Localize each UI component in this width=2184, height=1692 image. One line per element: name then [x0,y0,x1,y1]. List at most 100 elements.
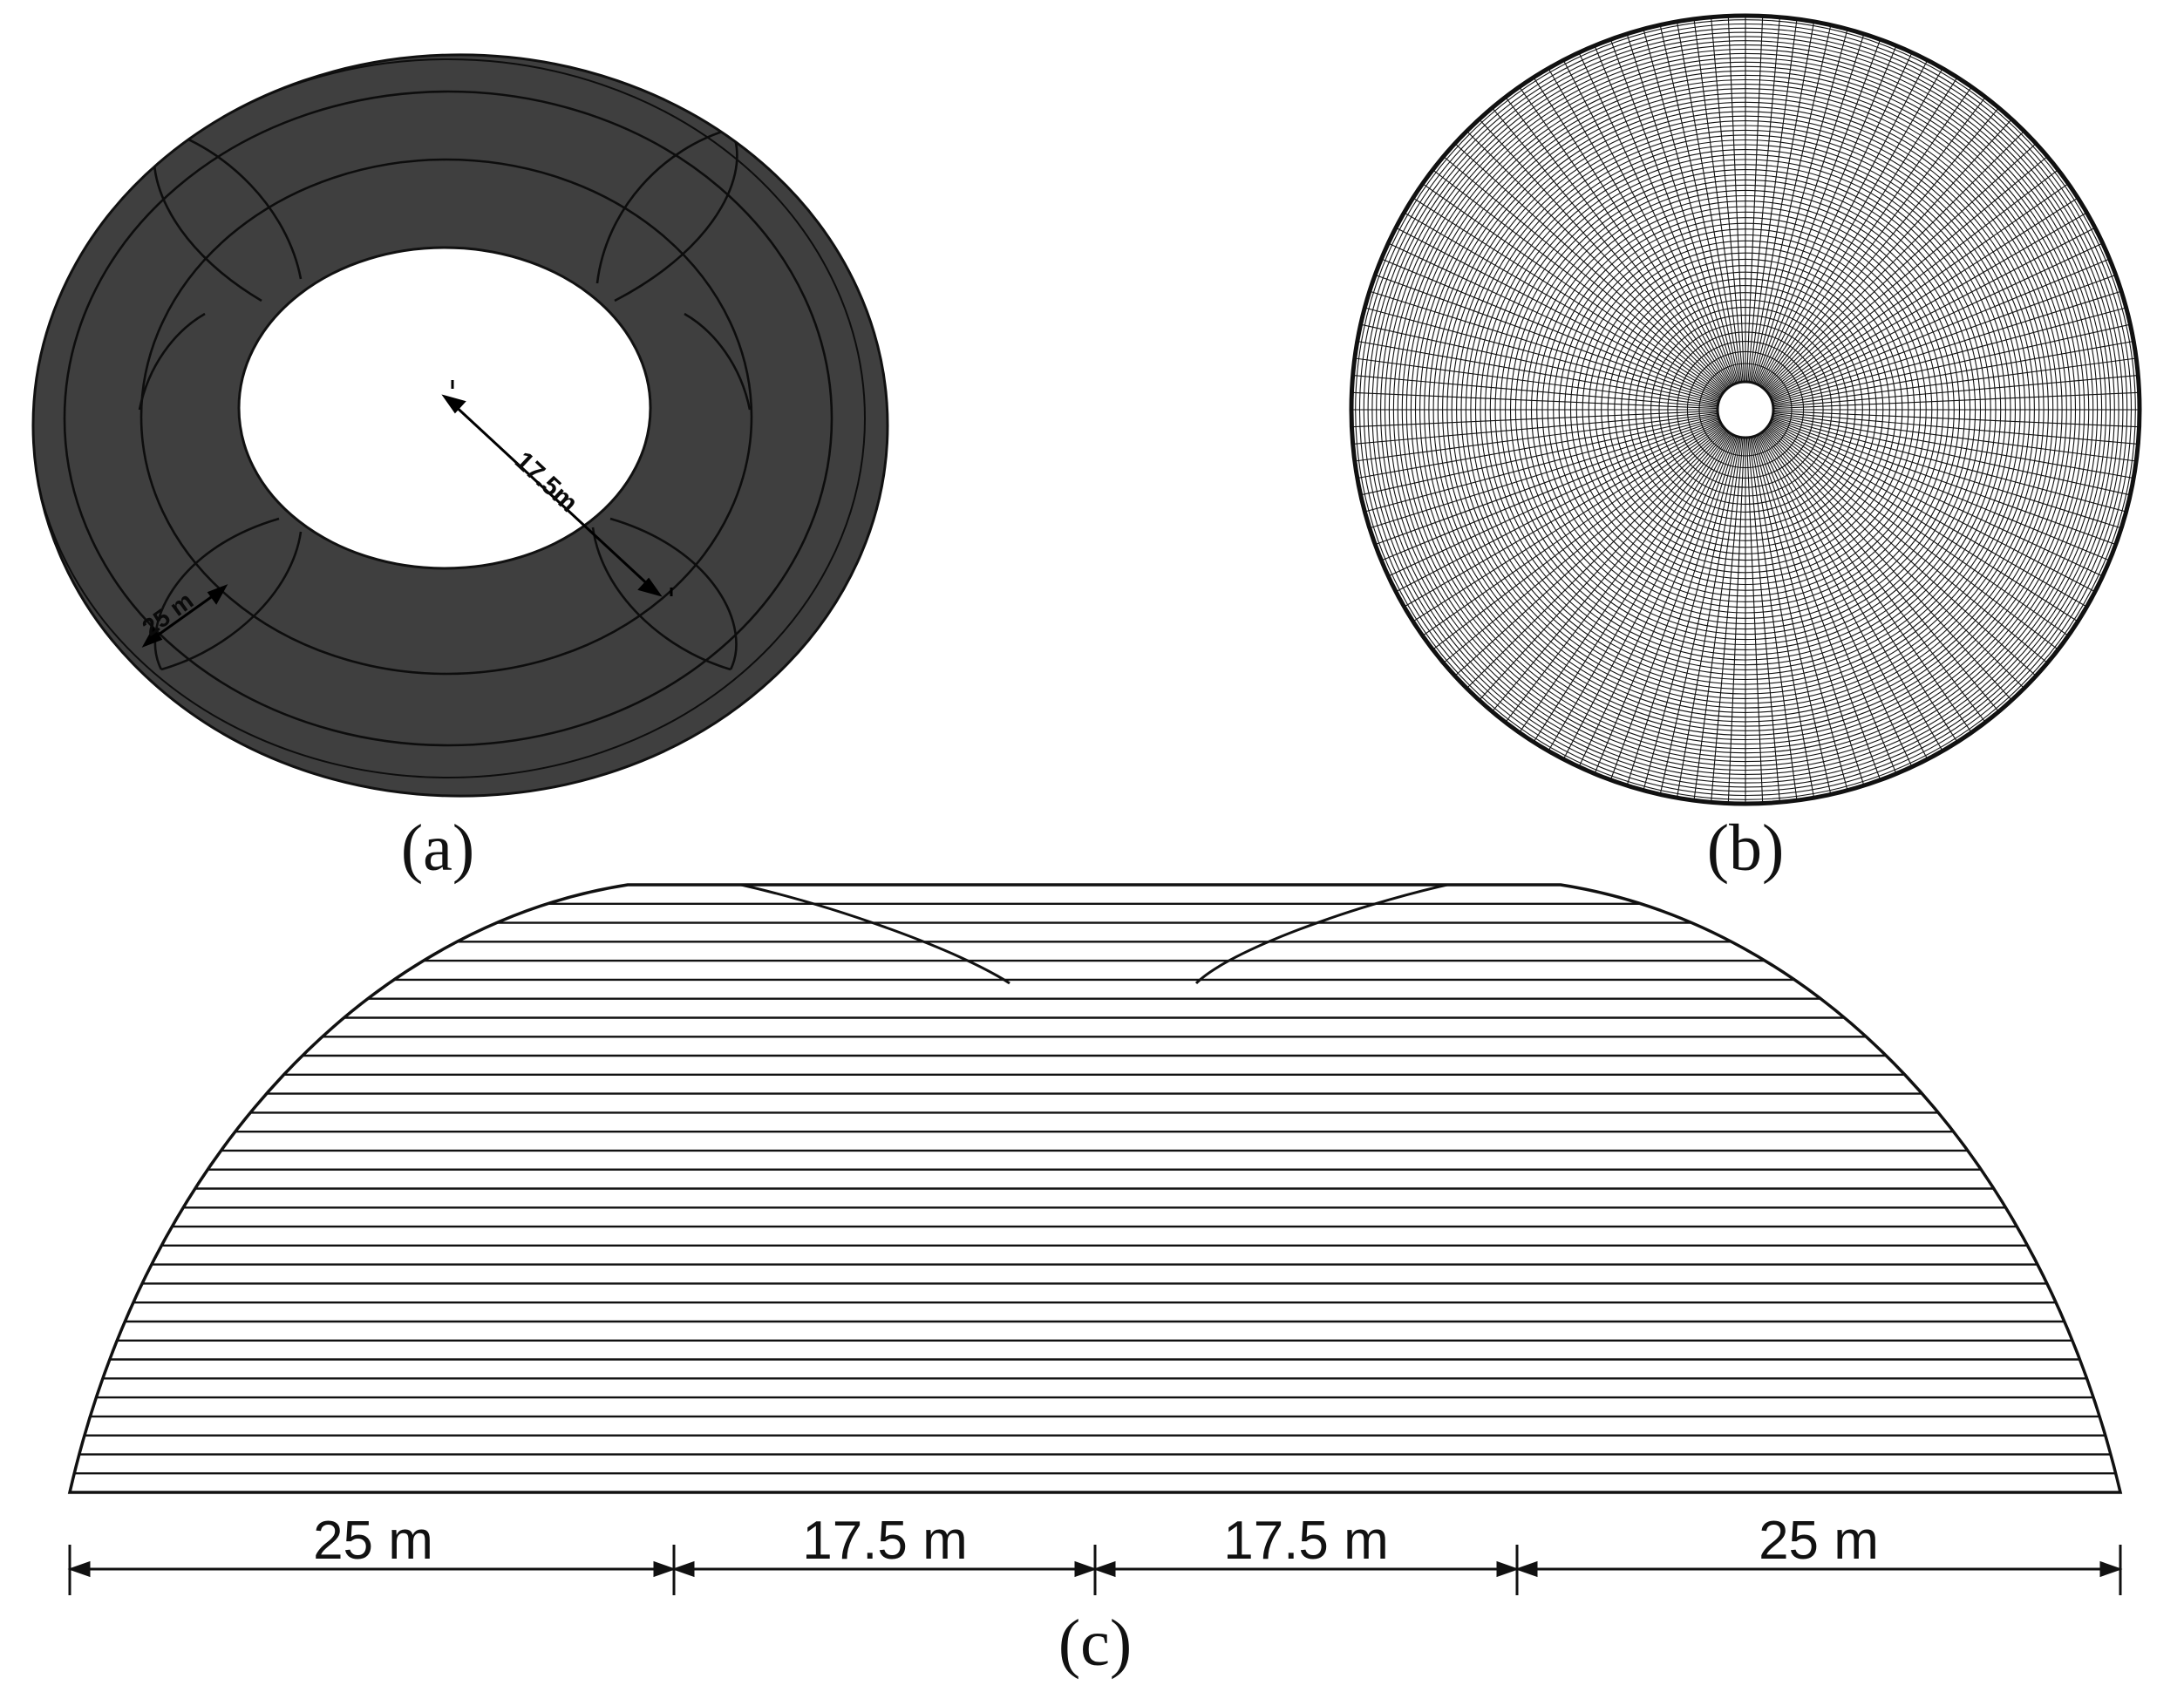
mesh-spoke [1769,423,2087,608]
mesh-spoke [1354,412,1718,462]
mesh-spoke [1766,156,2048,392]
mesh-spoke [1750,437,1815,798]
mesh-spoke [1759,68,1943,386]
torus-section-line [684,312,752,411]
mesh-spoke [1711,437,1744,803]
inner-arc-left [740,885,1010,985]
mesh-spoke [1771,418,2116,546]
panel-a-torus-solid: 17.5m 25 m (a) [31,53,889,885]
mesh-spoke [1454,143,1725,391]
mesh-spoke [1626,33,1738,384]
mesh-spoke [1354,357,1718,407]
mesh-spoke [1766,143,2037,391]
torus-section-line [591,527,731,671]
mesh-spoke [1769,212,2087,397]
inner-arc-right [1194,885,1448,985]
mesh-spoke [1479,119,1727,390]
torus-ring-line [139,158,753,676]
mesh-spoke [1762,431,1986,723]
mesh-spoke [1752,436,1848,791]
mesh-spoke [1772,415,2131,496]
mesh-spoke [1443,427,1725,663]
mesh-spoke [1751,437,1832,795]
panel-c-label: (c) [1058,1607,1132,1680]
mesh-spoke [1772,416,2126,513]
mesh-spoke [1767,183,2069,395]
mesh-spoke [1533,432,1732,743]
mesh-spoke [1432,169,1724,393]
mesh-spoke [1562,59,1733,385]
mesh-spoke [1404,423,1722,608]
mesh-spoke [1754,39,1881,384]
layer-lines [70,885,2120,1492]
mesh-spoke [1772,323,2131,404]
mesh-spoke [1760,86,1972,388]
mesh-spoke [1381,419,1720,561]
mesh-spoke [1772,307,2126,404]
mesh-spoke [1745,437,1764,804]
mesh-spoke [1562,434,1733,760]
dimension-label: 17.5 m [1223,1511,1389,1571]
panel-c-cross-section: 25 m 17.5 m 17.5 m 25 m (c) [67,883,2123,1680]
mesh-spoke [1767,425,2069,636]
mesh-spoke [1770,227,2096,398]
mesh-spoke [1443,156,1725,392]
mesh-spoke [1772,410,2140,428]
mesh-spoke [1375,274,1720,401]
dimension-label: 17.5 m [802,1511,968,1571]
mesh-spoke [1388,421,1721,577]
mesh-spoke [1772,375,2139,408]
mesh-spoke [1466,131,1726,391]
mesh-spoke [1395,422,1721,593]
mesh-spoke [1466,429,1726,689]
radial-mesh [1349,13,2142,806]
mesh-spoke [1578,434,1734,767]
mesh-spoke [1758,59,1929,385]
mesh-spoke [1676,437,1741,798]
radius-dimension-arrow [441,380,673,597]
mesh-spoke [1375,418,1720,546]
mesh-spoke [1412,424,1723,622]
mesh-spoke [1594,435,1736,774]
mesh-spoke [1381,258,1720,400]
mesh-spoke [1432,426,1724,650]
mesh-spoke [1772,418,2122,529]
torus-section-line [153,517,280,670]
mesh-spoke [1759,433,1943,751]
mesh-spoke [1505,97,1729,388]
mesh-spoke [1759,77,1958,387]
mesh-spoke [1751,24,1832,383]
mesh-spoke [1767,169,2058,393]
mesh-spoke [1768,197,2079,396]
dimension-label: 25 m [1759,1511,1879,1571]
mesh-spoke [1676,21,1741,383]
mesh-spoke [1754,435,1881,780]
mesh-spoke [1479,430,1727,701]
mesh-spoke [1764,430,2012,701]
mesh-spoke [1533,77,1732,387]
mesh-spoke [1727,16,1745,383]
mesh-spoke [1609,39,1737,384]
mesh-spoke [1351,391,1718,410]
mesh-spoke [1360,415,1718,496]
mesh-spoke [1748,18,1798,383]
mesh-spoke [1758,434,1929,760]
dimension-line [67,1545,2123,1595]
mesh-spoke [1360,323,1718,404]
mesh-spoke [1771,258,2110,400]
panel-b-label: (b) [1707,812,1785,885]
mesh-spoke [1351,410,1718,428]
mesh-spoke [1767,426,2058,650]
mesh-spoke [1626,436,1738,786]
mesh-spoke [1772,340,2134,405]
mesh-spoke [1763,431,1999,712]
mesh-spoke [1412,197,1723,396]
mesh-spoke [1352,375,1718,408]
mesh-spoke [1755,435,1897,774]
mesh-spoke [1748,437,1798,801]
mesh-spoke [1766,428,2037,676]
mesh-spoke [1772,412,2137,462]
mesh-spoke [1747,437,1780,803]
mesh-spoke [1643,29,1739,384]
